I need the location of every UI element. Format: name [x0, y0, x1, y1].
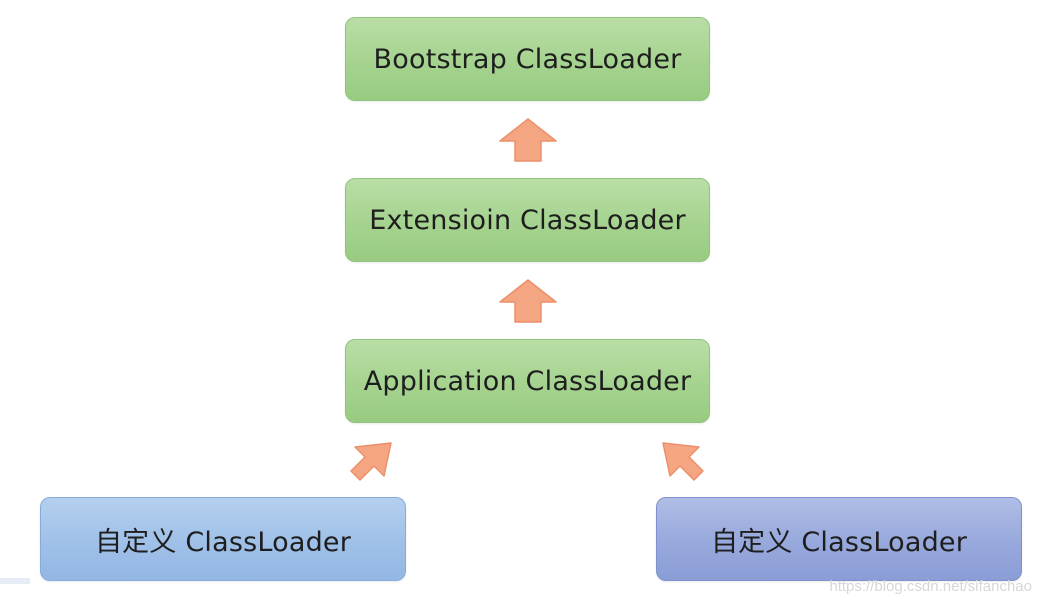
- application-classloader-label: Application ClassLoader: [363, 365, 692, 397]
- arrow-extension-to-bootstrap: [499, 118, 557, 162]
- bootstrap-classloader-label: Bootstrap ClassLoader: [373, 43, 682, 75]
- extension-classloader-node: Extensioin ClassLoader: [345, 178, 710, 262]
- extension-classloader-label: Extensioin ClassLoader: [369, 204, 686, 236]
- arrow-custom-left-to-application: [350, 442, 392, 481]
- application-classloader-node: Application ClassLoader: [345, 339, 710, 423]
- custom-classloader-node-left: 自定义 ClassLoader: [40, 497, 406, 581]
- custom-classloader-label-left: 自定义 ClassLoader: [94, 526, 352, 558]
- custom-classloader-node-right: 自定义 ClassLoader: [656, 497, 1022, 581]
- left-edge-mark: [0, 578, 30, 584]
- custom-classloader-label-right: 自定义 ClassLoader: [710, 526, 968, 558]
- watermark: https://blog.csdn.net/sifanchao: [829, 578, 1032, 595]
- arrow-application-to-extension: [499, 279, 557, 323]
- arrow-custom-right-to-application: [662, 442, 704, 481]
- bootstrap-classloader-node: Bootstrap ClassLoader: [345, 17, 710, 101]
